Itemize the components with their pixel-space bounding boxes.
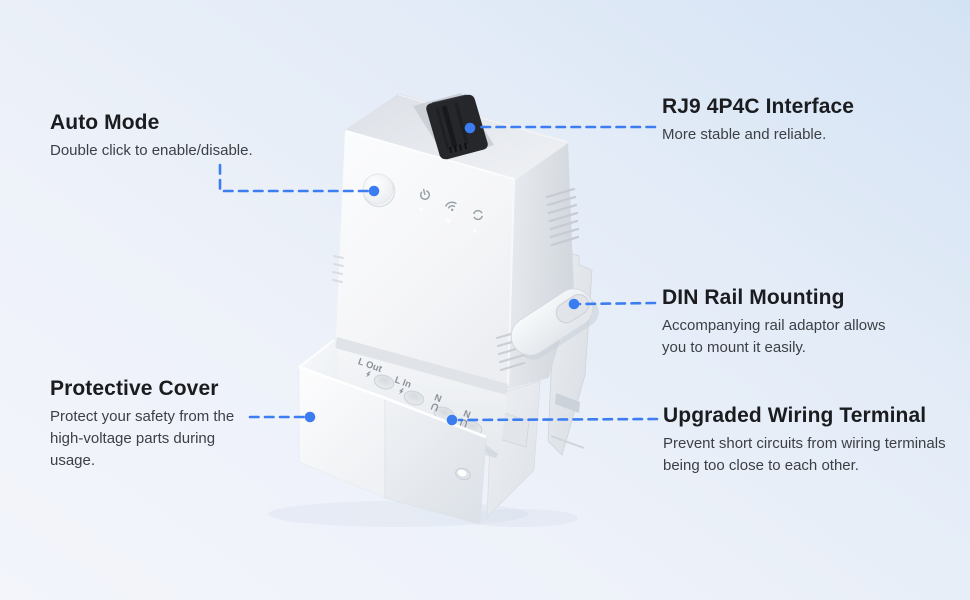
- callout-desc: Prevent short circuits from wiring termi…: [663, 435, 946, 474]
- vent-slats-left: [332, 255, 344, 283]
- cover-screw-hole: [455, 467, 471, 481]
- rj9-port: [413, 93, 494, 160]
- leader-dot-rj9: [464, 122, 476, 134]
- callout-auto-mode: Auto Mode Double click to enable/disable…: [50, 110, 320, 162]
- leader-auto-mode: [218, 163, 371, 193]
- leader-din-rail: [578, 301, 657, 306]
- terminal-block-step: [335, 337, 508, 396]
- callout-desc: Protect your safety from the high-voltag…: [50, 408, 235, 469]
- svg-text:L In: L In: [393, 375, 413, 391]
- power-icon: [419, 188, 431, 200]
- svg-text:N: N: [462, 408, 472, 421]
- leader-dot-wiring-terminal: [446, 414, 458, 426]
- callout-desc: More stable and reliable.: [662, 126, 827, 143]
- callout-din-rail: DIN Rail Mounting Accompanying rail adap…: [662, 285, 898, 359]
- callout-rj9-interface: RJ9 4P4C Interface More stable and relia…: [662, 94, 922, 146]
- callout-title: Auto Mode: [50, 111, 160, 134]
- protective-cover: [298, 339, 499, 525]
- callout-title: DIN Rail Mounting: [662, 286, 845, 309]
- callout-wiring-terminal: Upgraded Wiring Terminal Prevent short c…: [663, 403, 969, 477]
- leader-dot-auto-mode: [368, 185, 380, 197]
- leader-dot-din-rail: [568, 298, 580, 310]
- callout-title: RJ9 4P4C Interface: [662, 95, 855, 118]
- wifi-icon: [445, 201, 457, 212]
- leader-dot-protective-cover: [304, 411, 316, 423]
- callout-protective-cover: Protective Cover Protect your safety fro…: [50, 376, 250, 472]
- terminal-label-lin: L In: [393, 375, 413, 395]
- svg-text:N: N: [433, 392, 443, 405]
- callout-title: Upgraded Wiring Terminal: [663, 404, 927, 427]
- terminal-label-n1: N: [430, 392, 443, 412]
- callout-desc: Double click to enable/disable.: [50, 142, 253, 159]
- callout-desc: Accompanying rail adaptor allows you to …: [662, 317, 886, 356]
- leader-wiring-terminal: [457, 417, 659, 422]
- vent-slats-upper: [545, 187, 580, 247]
- led-dots: [419, 207, 477, 233]
- callout-title: Protective Cover: [50, 377, 219, 400]
- pairing-icon: [472, 209, 484, 221]
